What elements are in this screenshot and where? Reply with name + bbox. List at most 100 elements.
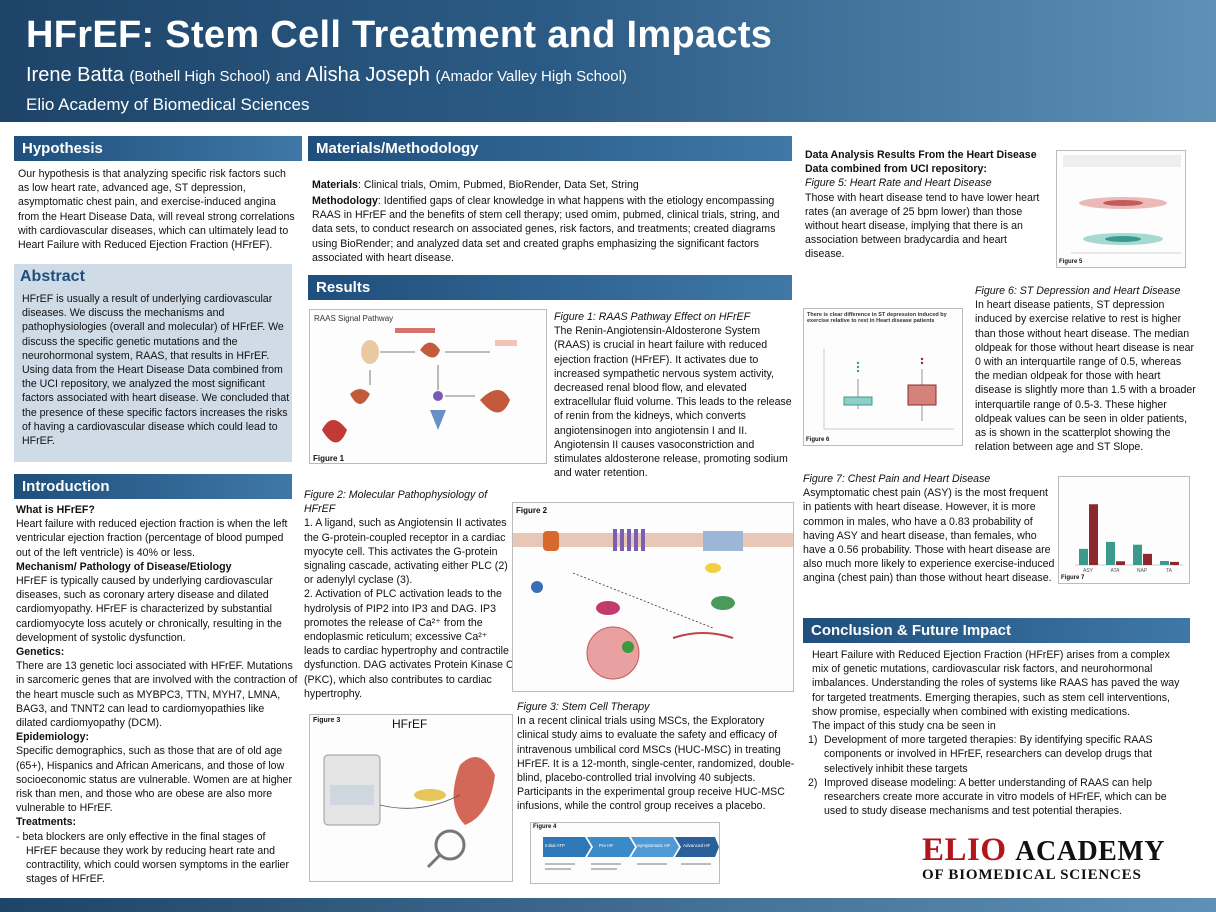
- conclusion-body: Heart Failure with Reduced Ejection Frac…: [808, 648, 1188, 818]
- epidemiology-heading: Epidemiology:: [16, 731, 89, 744]
- stage-arrow: [675, 837, 719, 857]
- fig4-label: Figure 4: [533, 824, 557, 830]
- genetics-text: There are 13 genetic loci associated wit…: [16, 660, 298, 730]
- what-heading: What is HFrEF?: [16, 504, 95, 516]
- magnifier-icon: [434, 829, 466, 861]
- fig2-label: Figure 2: [516, 506, 548, 515]
- bar-ASY-0: [1079, 548, 1088, 565]
- heart-icon: [322, 420, 347, 443]
- heart-rate-violin-svg: [1063, 155, 1181, 254]
- figure-6-chart: There is clear difference in ST depressi…: [803, 308, 963, 446]
- logo-subtitle: OF BIOMEDICAL SCIENCES: [922, 867, 1142, 883]
- conclusion-heading: Conclusion & Future Impact: [803, 618, 1190, 643]
- analysis-block: Data Analysis Results From the Heart Dis…: [805, 148, 1043, 262]
- fig7-text: Asymptomatic chest pain (ASY) is the mos…: [803, 487, 1055, 585]
- calcium-icon: [622, 641, 634, 653]
- fig6-label: Figure 6: [806, 437, 830, 443]
- author-1: Irene Batta: [26, 64, 124, 86]
- school-2: (Amador Valley High School): [435, 68, 627, 85]
- materials-value: : Clinical trials, Omim, Pubmed, BioRend…: [357, 179, 639, 191]
- poster-footer: [0, 898, 1216, 912]
- bar-ASY-1: [1089, 504, 1098, 565]
- conclusion-text: Heart Failure with Reduced Ejection Frac…: [812, 649, 1180, 718]
- hypertrophy-cell: [586, 626, 640, 680]
- gpcr-icon: [613, 529, 645, 551]
- tick-label: TA: [1166, 568, 1173, 574]
- bar-NAP-0: [1133, 544, 1142, 565]
- raas-pathway-svg: [322, 328, 517, 443]
- adrenal-icon: [480, 390, 510, 413]
- receptor-icon: [430, 410, 446, 430]
- introduction-heading: Introduction: [14, 474, 292, 499]
- fig3-text: In a recent clinical trials using MSCs, …: [517, 715, 795, 813]
- enzyme-icon: [433, 391, 443, 401]
- stage-arrow: [587, 837, 635, 857]
- fig3-inner-title: HFrEF: [392, 717, 428, 731]
- cell-dish: [414, 789, 446, 801]
- mechanism-text: HFrEF is typically caused by underlying …: [16, 575, 282, 644]
- figure-6-caption: Figure 6: ST Depression and Heart Diseas…: [975, 284, 1197, 454]
- ca-channel: [531, 581, 543, 593]
- bar-ATA-0: [1106, 541, 1115, 565]
- figure-5-chart: Figure 5: [1056, 150, 1186, 268]
- poster-header: HFrEF: Stem Cell Treatment and Impacts I…: [0, 0, 1216, 122]
- actin-filament: [672, 632, 734, 639]
- stage-3-label: Symptomatic HF: [637, 843, 671, 848]
- bar-NAP-1: [1143, 553, 1152, 565]
- figure-7-caption: Figure 7: Chest Pain and Heart Disease A…: [803, 472, 1055, 586]
- poster-title: HFrEF: Stem Cell Treatment and Impacts: [26, 14, 773, 56]
- box-no-disease: [843, 396, 873, 406]
- kidney-icon: [420, 342, 440, 358]
- fig6-chart-title: There is clear difference in ST depressi…: [807, 312, 947, 324]
- pka-icon: [711, 596, 735, 610]
- impact-item-2: 2)Improved disease modeling: A better un…: [808, 776, 1167, 818]
- culture-tray: [330, 785, 374, 805]
- pkc-icon: [596, 601, 620, 615]
- violin-core: [1103, 200, 1143, 206]
- bar-TA-1: [1170, 561, 1179, 565]
- academy-name: Elio Academy of Biomedical Sciences: [26, 95, 310, 114]
- hypothesis-text: Our hypothesis is that analyzing specifi…: [18, 168, 295, 252]
- adenylyl-cyclase: [703, 531, 743, 551]
- methodology-label: Methodology: [312, 195, 378, 207]
- stage-arrow: [631, 837, 679, 857]
- results-heading: Results: [308, 275, 792, 300]
- figure-3-diagram: Figure 3 HFrEF: [309, 714, 513, 882]
- impact-text: The impact of this study cna be seen in: [812, 720, 996, 733]
- bar-TA-0: [1160, 560, 1169, 565]
- abstract-text: HFrEF is usually a result of underlying …: [22, 293, 290, 448]
- elio-academy-logo: ELIO ACADEMY OF BIOMEDICAL SCIENCES: [922, 832, 1192, 884]
- fig2-text: 1. A ligand, such as Angiotensin II acti…: [304, 517, 514, 700]
- box-disease: [907, 384, 937, 406]
- analysis-heading: Data Analysis Results From the Heart Dis…: [805, 149, 1037, 176]
- methodology-text: Methodology: Identified gaps of clear kn…: [312, 194, 790, 265]
- atp-icon: [705, 563, 721, 573]
- fig5-title: Figure 5: Heart Rate and Heart Disease: [805, 177, 992, 190]
- materials-label: Materials: [312, 179, 358, 191]
- st-depression-boxplot-svg: [823, 349, 954, 430]
- fig5-text: Those with heart disease tend to have lo…: [805, 191, 1040, 261]
- author-line: Irene Batta (Bothell High School) and Al…: [26, 64, 627, 87]
- fig7-label: Figure 7: [1061, 575, 1085, 581]
- methods-heading: Materials/Methodology: [308, 136, 792, 161]
- school-1: (Bothell High School): [129, 68, 271, 85]
- vessel-icon: [495, 340, 517, 346]
- logo-elio: ELIO: [922, 832, 1007, 868]
- fig1-text: The Renin-Angiotensin-Aldosterone System…: [554, 325, 792, 480]
- and-text: and: [275, 68, 301, 85]
- author-2: Alisha Joseph: [305, 64, 430, 86]
- stage-arrow: [543, 837, 591, 857]
- fig1-inner-title: RAAS Signal Pathway: [314, 314, 394, 323]
- fig7-title: Figure 7: Chest Pain and Heart Disease: [803, 473, 991, 485]
- logo-academy: ACADEMY: [1015, 836, 1166, 867]
- mechanism-heading: Mechanism/ Pathology of Disease/Etiology: [16, 560, 232, 573]
- kidney-icon-2: [350, 389, 370, 404]
- treatments-text: - beta blockers are only effective in th…: [16, 830, 289, 886]
- fig5-label: Figure 5: [1059, 259, 1083, 265]
- receptor-protein: [543, 531, 559, 551]
- fig6-text: In heart disease patients, ST depression…: [975, 299, 1196, 454]
- fig2-title: Figure 2: Molecular Pathophysiology of H…: [304, 489, 488, 516]
- stem-cell-therapy-svg: [323, 754, 495, 869]
